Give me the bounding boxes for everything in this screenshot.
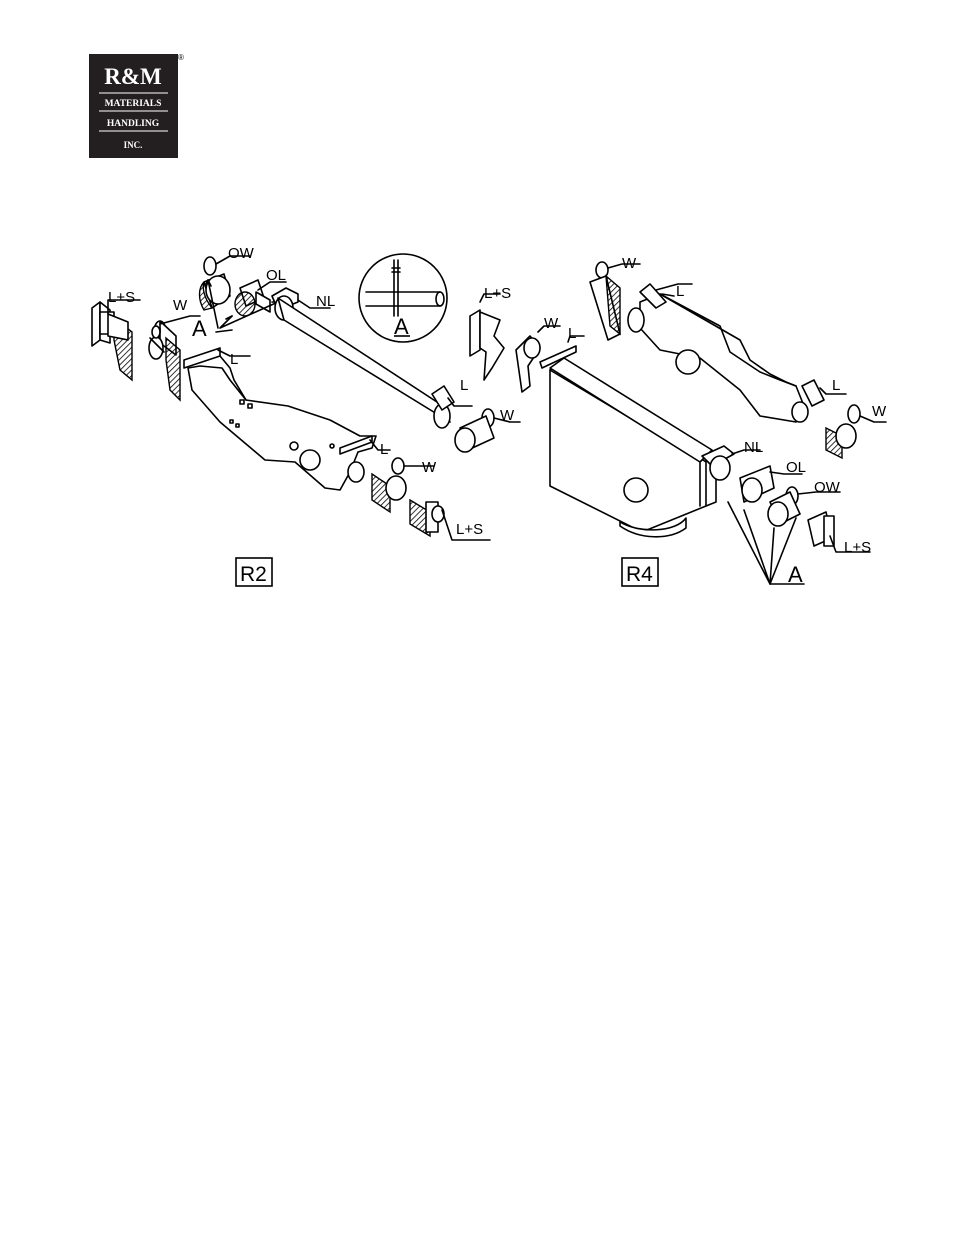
r2-label-ow: OW bbox=[228, 245, 255, 262]
r4-label-w-left: W bbox=[544, 315, 559, 332]
r4-label-nl: NL bbox=[744, 439, 763, 456]
registered-mark: ® bbox=[178, 52, 188, 62]
r4-label-a: A bbox=[788, 562, 803, 587]
r4-box-frame bbox=[550, 358, 716, 537]
r4-label-ls-left: L+S bbox=[484, 285, 511, 302]
r2-label-a: A bbox=[192, 316, 207, 341]
logo-wordmark: R&M bbox=[104, 64, 162, 89]
exploded-assembly-drawing: R2 L+S W OW OL A NL L L W L W L+S A bbox=[80, 240, 900, 600]
r2-ls-top-plate bbox=[92, 300, 140, 380]
svg-text:®: ® bbox=[178, 53, 184, 62]
r4-label-l-left: L bbox=[568, 325, 576, 342]
r4-label-ow: OW bbox=[814, 479, 841, 496]
r2-label-l-bottom: L bbox=[380, 441, 388, 458]
r4-ls-left-plate bbox=[470, 294, 504, 380]
r2-label-w-top: W bbox=[173, 297, 188, 314]
r2-label-nl: NL bbox=[316, 293, 335, 310]
r2-assembly: R2 L+S W OW OL A NL L L W L W L+S bbox=[92, 245, 520, 586]
r4-label-l-top: L bbox=[676, 283, 684, 300]
r4-label-w-top: W bbox=[622, 255, 637, 272]
r2-label-l-upper: L bbox=[230, 351, 238, 368]
r2-label-ls-top: L+S bbox=[108, 289, 135, 306]
r4-box: R4 bbox=[622, 558, 658, 586]
r2-side-frame bbox=[184, 348, 376, 490]
r2-label-l-right: L bbox=[460, 377, 468, 394]
r2-box-label: R2 bbox=[240, 563, 267, 586]
logo-inc: INC. bbox=[124, 140, 143, 150]
r2-label-w-bottom: W bbox=[422, 459, 437, 476]
detail-a: A bbox=[359, 254, 447, 342]
r4-label-ol: OL bbox=[786, 459, 806, 476]
r2-label-w-right: W bbox=[500, 407, 515, 424]
r4-label-l-right: L bbox=[832, 377, 840, 394]
r4-label-ls-bottom: L+S bbox=[844, 539, 871, 556]
logo-handling: HANDLING bbox=[107, 119, 160, 129]
r2-box: R2 bbox=[236, 558, 272, 586]
r2-label-ol: OL bbox=[266, 267, 286, 284]
r4-assembly: R4 L+S W L W L L W NL OL OW L+S A bbox=[470, 255, 887, 587]
company-logo: R&M MATERIALS HANDLING INC. bbox=[89, 54, 178, 158]
r4-box-label: R4 bbox=[626, 563, 653, 586]
r4-label-w-right: W bbox=[872, 403, 887, 420]
logo-materials: MATERIALS bbox=[105, 99, 162, 109]
r2-ow-ol-parts bbox=[200, 256, 287, 316]
r2-label-ls-bottom: L+S bbox=[456, 521, 483, 538]
